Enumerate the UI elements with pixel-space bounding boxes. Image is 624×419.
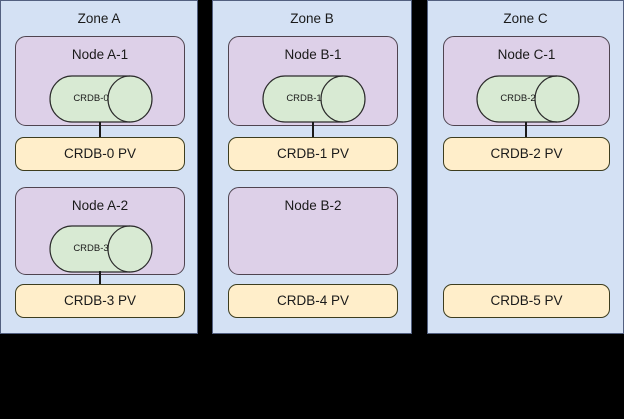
pod-crdb-3-label: CRDB-3 (73, 243, 109, 254)
pv-crdb-4-label: CRDB-4 PV (276, 293, 349, 308)
node-a-2[interactable]: Node A-2 CRDB-3 (15, 187, 185, 275)
pv-crdb-3[interactable]: CRDB-3 PV (15, 284, 185, 318)
pv-crdb-5-label: CRDB-5 PV (490, 293, 563, 308)
pv-crdb-0[interactable]: CRDB-0 PV (15, 137, 185, 171)
pv-crdb-1-label: CRDB-1 PV (276, 146, 349, 161)
pv-crdb-4[interactable]: CRDB-4 PV (228, 284, 398, 318)
pv-crdb-1[interactable]: CRDB-1 PV (228, 137, 398, 171)
pod-crdb-1-label: CRDB-1 (286, 93, 322, 104)
pv-crdb-5[interactable]: CRDB-5 PV (443, 284, 610, 318)
node-a-2-title: Node A-2 (71, 198, 129, 213)
pv-crdb-2-label: CRDB-2 PV (490, 146, 563, 161)
pv-crdb-2[interactable]: CRDB-2 PV (443, 137, 610, 171)
pod-crdb-0-label: CRDB-0 (73, 93, 109, 104)
zone-a: Zone A Node A-1 CRDB-0 CRDB-0 PV Node A-… (0, 0, 198, 334)
zone-c-title: Zone C (503, 11, 548, 26)
pod-crdb-2[interactable]: CRDB-2 (476, 75, 580, 123)
node-a-1-title: Node A-1 (71, 47, 129, 62)
node-b-2[interactable]: Node B-2 (228, 187, 398, 275)
pod-crdb-1[interactable]: CRDB-1 (262, 75, 366, 123)
node-b-1[interactable]: Node B-1 CRDB-1 (228, 36, 398, 126)
connector-crdb-0 (99, 122, 101, 140)
pod-crdb-2-label: CRDB-2 (500, 93, 536, 104)
pod-crdb-3[interactable]: CRDB-3 (49, 225, 153, 273)
pv-crdb-3-label: CRDB-3 PV (63, 293, 136, 308)
connector-crdb-1 (312, 122, 314, 140)
zone-a-title: Zone A (77, 11, 121, 26)
node-c-1[interactable]: Node C-1 CRDB-2 (443, 36, 610, 126)
pv-crdb-0-label: CRDB-0 PV (63, 146, 136, 161)
zone-c: Zone C Node C-1 CRDB-2 CRDB-2 PV CRDB-5 … (427, 0, 624, 334)
connector-crdb-2 (525, 122, 527, 140)
pod-crdb-0[interactable]: CRDB-0 (49, 75, 153, 123)
connector-crdb-3 (99, 271, 101, 286)
node-c-1-title: Node C-1 (497, 47, 556, 62)
node-b-2-title: Node B-2 (284, 198, 342, 213)
zone-b: Zone B Node B-1 CRDB-1 CRDB-1 PV Node B-… (212, 0, 412, 334)
node-b-1-title: Node B-1 (284, 47, 342, 62)
node-a-1[interactable]: Node A-1 CRDB-0 (15, 36, 185, 126)
zone-b-title: Zone B (290, 11, 334, 26)
